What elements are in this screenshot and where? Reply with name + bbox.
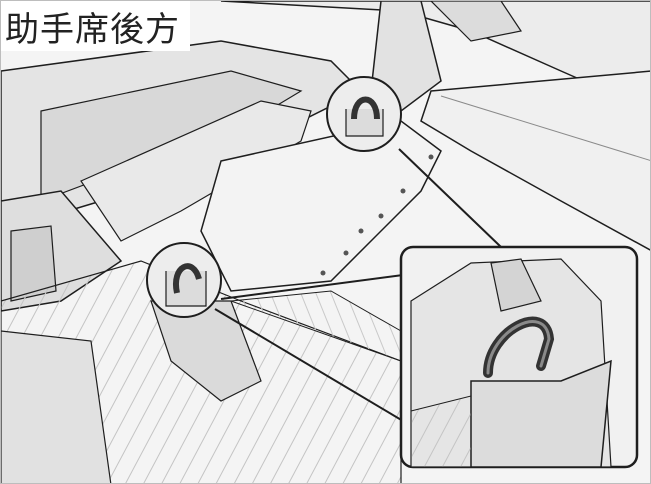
seat-rail xyxy=(1,40,363,312)
cargo-deck xyxy=(420,70,650,251)
anchor-hook-detail xyxy=(399,245,639,469)
anchor-hook-lower xyxy=(146,242,222,318)
anchor-hook-upper xyxy=(326,76,402,152)
floor-plate xyxy=(200,120,442,292)
caption-title: 助手席後方 xyxy=(5,9,180,50)
callout-lines xyxy=(214,148,502,422)
grooved-floor xyxy=(1,260,402,483)
seat-back-panel xyxy=(220,1,650,112)
caption-box: 助手席後方 xyxy=(1,1,190,51)
